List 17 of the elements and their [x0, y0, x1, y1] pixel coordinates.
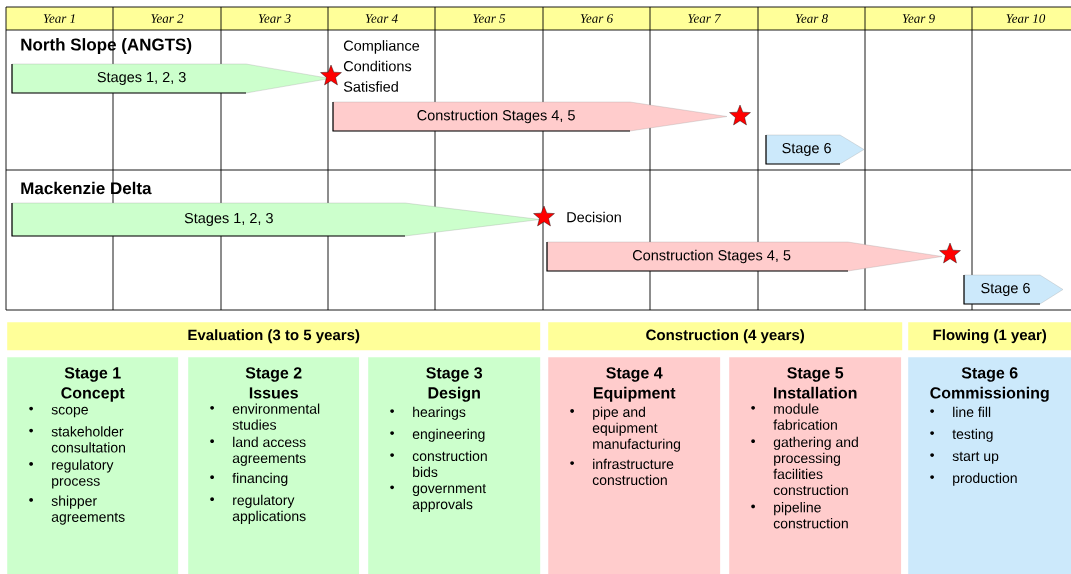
timeline-bar: Stage 6: [963, 274, 1064, 305]
milestone-label: Decision: [567, 211, 621, 223]
phase-band: Flowing (1 year): [908, 322, 1071, 351]
timeline-bar: Stages 1, 2, 3: [11, 202, 541, 237]
stage-card: Stage 3 Design hearings engineering construction bids government approvals: [368, 357, 541, 574]
phase-band: Construction (4 years): [548, 322, 903, 351]
timeline-bar: Construction Stages 4, 5: [332, 101, 728, 132]
timeline-bar: Stage 6: [765, 134, 865, 165]
stage-card: Stage 2 Issues environmental studies land access agreements financing regulatory applications: [188, 357, 360, 574]
phase-band: Evaluation (3 to 5 years): [7, 322, 541, 351]
timeline-bar: Construction Stages 4, 5: [546, 241, 943, 272]
stage-card: Stage 6 Commissioning line fill testing start up production: [908, 357, 1071, 574]
timeline-bar: Stages 1, 2, 3: [11, 63, 331, 94]
stage-card: Stage 5 Installation module fabrication gathering and processing facilities construction pipeline construction: [729, 357, 902, 574]
stage-card: Stage 4 Equipment pipe and equipment manufacturing infrastructure construction: [548, 357, 721, 574]
stage-card: Stage 1 Concept scope stakeholder consultation regulatory process shipper agreements: [7, 357, 179, 574]
milestone-label: Compliance Conditions Satisfied: [343, 40, 420, 92]
